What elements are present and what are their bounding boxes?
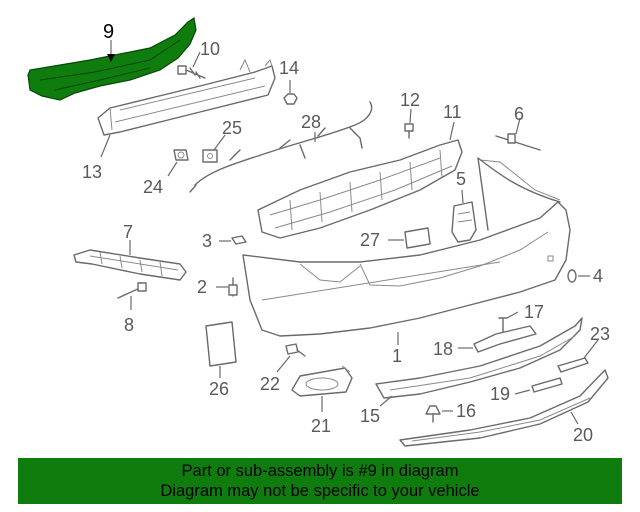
part-17-fastener[interactable]: [498, 317, 508, 333]
label-26[interactable]: 26: [209, 379, 229, 399]
part-1-bumper-cover[interactable]: [242, 157, 571, 337]
label-6[interactable]: 6: [514, 104, 524, 124]
label-10[interactable]: 10: [200, 39, 220, 59]
label-1[interactable]: 1: [392, 346, 402, 366]
part-27-module[interactable]: [404, 227, 431, 249]
part-28-wiring-harness[interactable]: [189, 101, 373, 193]
part-5-bracket[interactable]: [451, 201, 477, 243]
label-24[interactable]: 24: [143, 177, 163, 197]
label-13[interactable]: 13: [82, 162, 102, 182]
part-23-trim-strip[interactable]: [557, 357, 589, 373]
label-14[interactable]: 14: [279, 58, 299, 78]
info-banner: Part or sub-assembly is #9 in diagram Di…: [18, 458, 622, 504]
label-11[interactable]: 11: [443, 102, 462, 122]
label-18[interactable]: 18: [433, 339, 453, 359]
part-26-module[interactable]: [205, 321, 237, 367]
label-8[interactable]: 8: [124, 315, 134, 335]
part-12-screw[interactable]: [404, 123, 414, 139]
part-15-lower-valance[interactable]: [375, 317, 583, 399]
banner-line-2: Diagram may not be specific to your vehi…: [160, 482, 480, 500]
label-21[interactable]: 21: [311, 416, 331, 436]
part-10-bolt[interactable]: [177, 65, 206, 79]
part-11-bracket[interactable]: [257, 139, 463, 239]
label-3[interactable]: 3: [202, 231, 212, 251]
label-4[interactable]: 4: [593, 266, 603, 286]
label-15[interactable]: 15: [360, 406, 380, 426]
label-23[interactable]: 23: [590, 324, 610, 344]
part-20-lower-molding[interactable]: [399, 369, 609, 447]
label-2[interactable]: 2: [197, 277, 207, 297]
arrow-9: [107, 54, 115, 62]
part-16-clip[interactable]: [425, 405, 441, 423]
part-7-side-bracket[interactable]: [73, 249, 187, 281]
part-2-bolt[interactable]: [228, 277, 238, 297]
part-4-plug[interactable]: [567, 269, 577, 283]
part-14-nut[interactable]: [283, 93, 298, 105]
label-12[interactable]: 12: [400, 90, 420, 110]
label-7[interactable]: 7: [123, 222, 133, 242]
label-25[interactable]: 25: [222, 118, 242, 138]
part-24-grommet[interactable]: [173, 149, 189, 161]
label-9[interactable]: 9: [103, 21, 114, 43]
label-17[interactable]: 17: [524, 302, 544, 322]
label-28[interactable]: 28: [301, 112, 321, 132]
label-22[interactable]: 22: [260, 374, 280, 394]
part-25-clip[interactable]: [202, 149, 218, 163]
label-27[interactable]: 27: [360, 230, 380, 250]
part-19-reflector[interactable]: [531, 377, 563, 393]
banner-line-1: Part or sub-assembly is #9 in diagram: [181, 462, 459, 480]
label-19[interactable]: 19: [490, 384, 510, 404]
part-13-impact-bar[interactable]: [97, 58, 276, 136]
part-22-sensor[interactable]: [285, 343, 306, 357]
label-16[interactable]: 16: [456, 401, 476, 421]
label-5[interactable]: 5: [456, 169, 466, 189]
part-6-pin[interactable]: [495, 133, 541, 151]
part-18-bracket[interactable]: [473, 325, 537, 353]
part-3-clip[interactable]: [231, 235, 247, 245]
part-21-bezel[interactable]: [291, 365, 353, 397]
label-20[interactable]: 20: [573, 425, 593, 445]
parts-diagram: 9 13 10 14 28 25 24: [27, 16, 610, 447]
part-8-fastener[interactable]: [117, 282, 147, 299]
